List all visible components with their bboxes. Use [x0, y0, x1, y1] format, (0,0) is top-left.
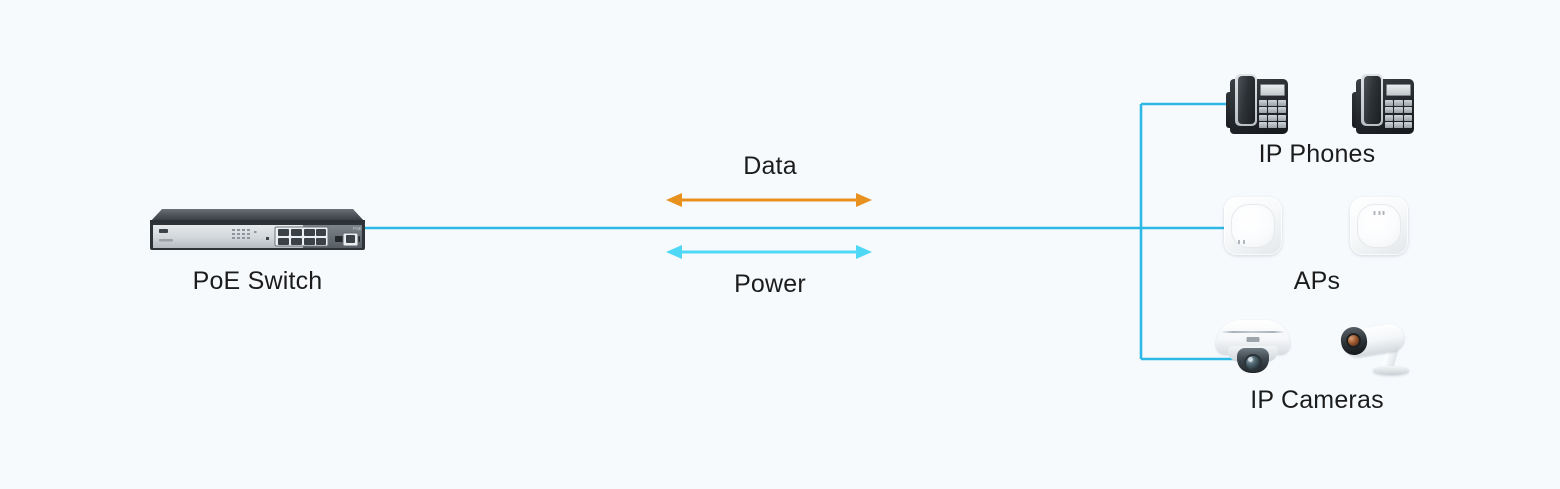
- ip-phone-device-2: [1350, 72, 1414, 134]
- phone-screen: [1386, 84, 1411, 96]
- phone-handset: [1363, 76, 1381, 124]
- bullet-camera-device: [1338, 320, 1414, 378]
- access-point-device-2: [1350, 197, 1408, 255]
- dome-camera-groove: [1221, 331, 1285, 333]
- aps-label: APs: [1293, 267, 1341, 295]
- dome-camera-lens: [1244, 354, 1262, 372]
- access-point-device-1: [1224, 197, 1282, 255]
- phone-keypad: [1385, 100, 1412, 128]
- phone-screen: [1260, 84, 1285, 96]
- phone-handset: [1237, 76, 1255, 124]
- power-flow-label: Power: [734, 270, 806, 298]
- svg-text:PoE: PoE: [353, 226, 362, 231]
- ap-status-leds: [1238, 240, 1245, 244]
- poe-switch-illustration: PoE: [150, 209, 365, 250]
- ip-phones-label: IP Phones: [1258, 140, 1376, 168]
- poe-switch-uplink-port: [342, 232, 359, 247]
- dome-camera-device: [1216, 318, 1290, 374]
- poe-switch-device: PoE: [150, 206, 365, 254]
- ap-status-leds: [1373, 211, 1385, 215]
- bullet-camera-mount-base: [1373, 366, 1409, 375]
- data-flow-arrow: [666, 193, 872, 207]
- dome-camera-lens-glint: [1248, 357, 1253, 362]
- power-flow-arrow: [666, 245, 872, 259]
- data-flow-label: Data: [743, 152, 797, 180]
- ip-cameras-label: IP Cameras: [1250, 386, 1384, 414]
- ip-phone-device-1: [1224, 72, 1288, 134]
- dome-camera-brand-mark: [1246, 337, 1260, 342]
- phone-keypad: [1259, 100, 1286, 128]
- poe-switch-label: PoE Switch: [192, 267, 323, 295]
